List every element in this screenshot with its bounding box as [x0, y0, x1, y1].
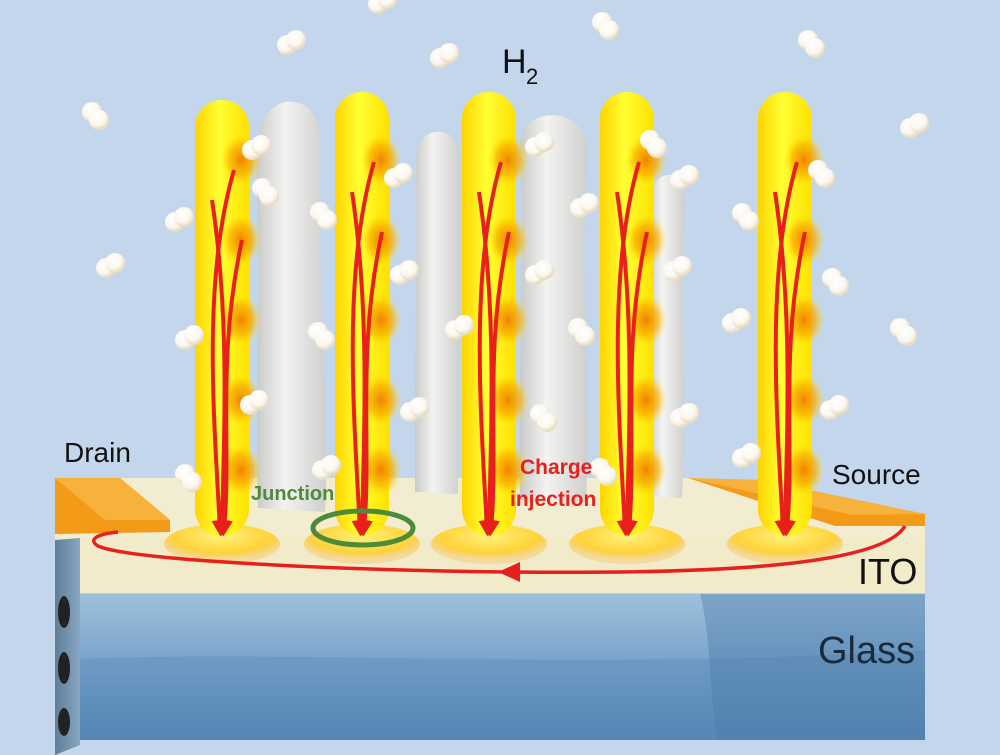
h2-molecule [390, 260, 419, 285]
ito-label: ITO [858, 551, 917, 592]
h2-molecule [663, 256, 692, 281]
h2-molecule [277, 30, 306, 55]
h2-molecule [890, 318, 917, 346]
gas-subscript: 2 [526, 64, 538, 89]
adsorption-hotspot [488, 134, 528, 186]
h2-molecule [822, 268, 849, 296]
h2-molecule [640, 130, 667, 158]
current-loop-arrow [92, 525, 907, 575]
adsorption-hotspot [361, 374, 401, 426]
yellow-nanorod [164, 100, 280, 564]
h2-molecule [82, 102, 109, 130]
adsorption-hotspot [488, 374, 528, 426]
h2-molecule [400, 397, 429, 422]
h2-molecule [175, 464, 202, 492]
glass-label: Glass [818, 630, 915, 672]
h2-molecule [310, 202, 337, 230]
yellow-nanorods [164, 92, 843, 564]
current-loop-arrowhead [498, 562, 520, 582]
nanorod-base-glow [164, 524, 280, 564]
h2-molecule [798, 30, 825, 58]
white-nanorod [414, 131, 460, 494]
charge-flow-arrow [621, 231, 649, 537]
glass-layer [55, 594, 925, 740]
nanorod-base-glow [727, 524, 843, 564]
h2-molecule [312, 455, 341, 480]
h2-molecules [82, 0, 929, 492]
substrate [55, 478, 925, 755]
charge-flow-arrow [477, 191, 498, 537]
h2-molecule [808, 160, 835, 188]
h2-molecule [732, 203, 759, 231]
h2-molecule [430, 43, 459, 68]
h2-molecule [240, 390, 269, 415]
white-nanorod [519, 115, 587, 503]
h2-molecule [592, 12, 619, 40]
h2-molecule [570, 193, 599, 218]
charge-flow-arrow [773, 161, 799, 537]
charge-flow-arrow [216, 239, 244, 537]
charge-flow-arrow [779, 231, 807, 537]
adsorption-hotspot [361, 444, 401, 496]
h2-molecule [820, 395, 849, 420]
charge-flow-arrow [350, 161, 376, 537]
glass-side-face [55, 538, 80, 755]
yellow-nanorod [569, 92, 685, 564]
charge-flow-arrow [350, 191, 371, 537]
yellow-nanorod [431, 92, 547, 564]
yellow-nanorod [727, 92, 843, 564]
h2-molecule [445, 315, 474, 340]
h2-molecule [732, 443, 761, 468]
adsorption-hotspot [626, 444, 666, 496]
h2-molecule [900, 113, 929, 138]
h2-molecule [165, 207, 194, 232]
nanorod-base-glow [431, 524, 547, 564]
source-label: Source [832, 459, 921, 490]
h2-molecule [722, 308, 751, 333]
h2-molecule [242, 135, 271, 160]
charge-flow-arrow [477, 161, 503, 537]
adsorption-hotspot [784, 374, 824, 426]
gas-label: H [502, 43, 527, 81]
h2-molecule [530, 404, 557, 432]
adsorption-hotspot [784, 444, 824, 496]
charge-label-line1: Charge [520, 456, 592, 479]
h2-molecule [308, 322, 335, 350]
charge-flow-arrow [615, 191, 636, 537]
adsorption-hotspot [488, 444, 528, 496]
charge-flow-arrow [210, 169, 236, 537]
drain-electrode [55, 478, 170, 534]
h2-molecule [384, 163, 413, 188]
white-nanorod [255, 101, 327, 512]
charge-flow-arrow [210, 199, 231, 537]
h2-molecule [670, 403, 699, 428]
h2-molecule [590, 458, 617, 486]
drain-label: Drain [64, 437, 131, 468]
charge-flow-arrow [356, 231, 384, 537]
h2-molecule [670, 165, 699, 190]
charge-flow-arrow [773, 191, 794, 537]
junction-label: Junction [251, 483, 334, 505]
h2-molecule [525, 260, 554, 285]
nanorod-base-glow [569, 524, 685, 564]
adsorption-hotspot [221, 444, 261, 496]
h2-molecule [525, 132, 554, 157]
h2-molecule [96, 253, 125, 278]
charge-flow-arrow [483, 231, 511, 537]
charge-flow-arrow [615, 161, 641, 537]
h2-molecule [368, 0, 397, 14]
h2-molecule [568, 318, 595, 346]
junction-ring [310, 508, 416, 548]
adsorption-hotspot [626, 374, 666, 426]
h2-molecule [252, 178, 279, 206]
h2-molecule [175, 325, 204, 350]
charge-label-line2: injection [510, 488, 596, 511]
